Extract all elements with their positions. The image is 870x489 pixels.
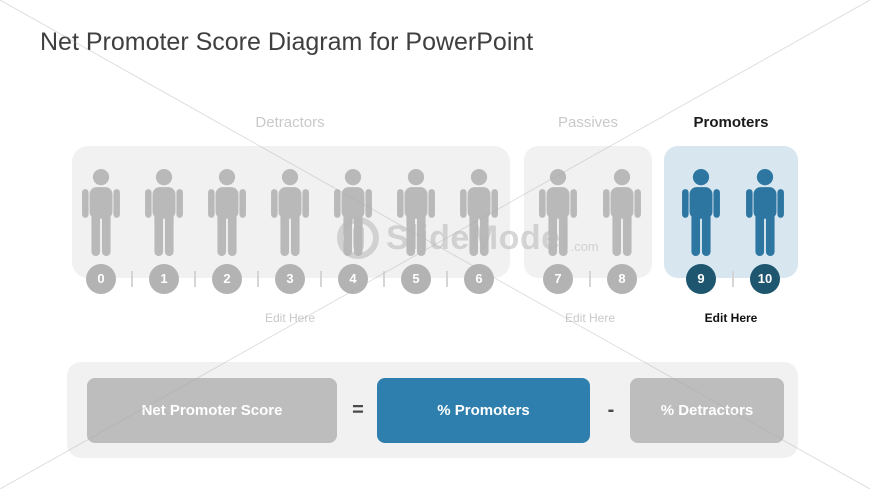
promoters-label: Promoters [693,114,769,131]
badge-divider [320,271,322,287]
score-badge-0: 0 [86,264,116,294]
slide-title: Net Promoter Score Diagram for PowerPoin… [40,28,534,56]
score-badge-4: 4 [338,264,368,294]
person-icon [397,169,435,257]
person-icon [271,169,309,257]
score-badge-9: 9 [686,264,716,294]
badge-divider [446,271,448,287]
person-icon-promoter [682,169,720,257]
net-promoter-score-button[interactable]: Net Promoter Score [87,378,337,443]
edit-here-passives[interactable]: Edit Here [564,311,616,325]
equals-sign: = [352,398,364,421]
person-icon [460,169,498,257]
formula-bar: Net Promoter Score = % Promoters - % Det… [67,362,798,458]
score-badge-3: 3 [275,264,305,294]
detractors-label: Detractors [255,114,325,131]
person-icon [603,169,641,257]
percent-promoters-button[interactable]: % Promoters [377,378,590,443]
edit-here-detractors[interactable]: Edit Here [264,311,316,325]
badge-divider [131,271,133,287]
badge-divider [194,271,196,287]
score-badge-1: 1 [149,264,179,294]
person-icon [539,169,577,257]
badge-divider [589,271,591,287]
person-icon [82,169,120,257]
score-badge-7: 7 [543,264,573,294]
minus-sign: - [607,398,615,421]
edit-here-promoters[interactable]: Edit Here [704,311,758,325]
score-badge-5: 5 [401,264,431,294]
person-icon [334,169,372,257]
passives-label: Passives [557,114,619,131]
badge-divider [383,271,385,287]
score-badge-10: 10 [750,264,780,294]
badge-divider [732,271,734,287]
score-badge-8: 8 [607,264,637,294]
person-icon-promoter [746,169,784,257]
percent-detractors-button[interactable]: % Detractors [630,378,784,443]
score-badge-2: 2 [212,264,242,294]
score-badge-6: 6 [464,264,494,294]
person-icon [208,169,246,257]
person-icon [145,169,183,257]
badge-divider [257,271,259,287]
